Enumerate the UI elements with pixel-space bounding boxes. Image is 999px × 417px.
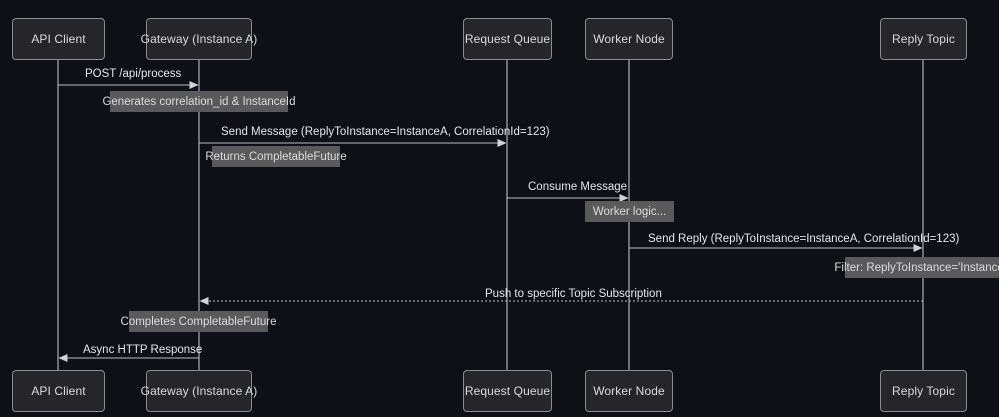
participant-worker-node-bottom[interactable]: Worker Node xyxy=(585,370,673,412)
note-generates[interactable]: Generates correlation_id & InstanceId xyxy=(102,91,296,112)
note-filter[interactable]: Filter: ReplyToInstance='InstanceA' xyxy=(834,257,999,278)
msg-post-label: POST /api/process xyxy=(85,68,182,80)
participant-label: Reply Topic xyxy=(892,32,955,46)
participant-request-queue-bottom[interactable]: Request Queue xyxy=(463,370,552,412)
msg-consume-label: Consume Message xyxy=(528,181,628,193)
participant-label: Worker Node xyxy=(593,32,665,46)
msg-send-reply-label: Send Reply (ReplyToInstance=InstanceA, C… xyxy=(648,233,960,245)
participant-label: Gateway (Instance A) xyxy=(140,384,258,398)
msg-push-topic-label: Push to specific Topic Subscription xyxy=(485,288,662,300)
participant-api-client-bottom[interactable]: API Client xyxy=(12,370,105,412)
participant-label: API Client xyxy=(31,32,86,46)
participant-label: Request Queue xyxy=(464,384,551,398)
participant-gateway-bottom[interactable]: Gateway (Instance A) xyxy=(141,370,257,412)
note-returns[interactable]: Returns CompletableFuture xyxy=(205,146,347,167)
participant-api-client-top[interactable]: API Client xyxy=(12,18,105,60)
participant-label: Gateway (Instance A) xyxy=(140,32,258,46)
participant-request-queue-top[interactable]: Request Queue xyxy=(463,18,552,60)
participant-worker-node-top[interactable]: Worker Node xyxy=(585,18,673,60)
participant-gateway-top[interactable]: Gateway (Instance A) xyxy=(141,18,257,60)
message-line-group xyxy=(58,81,923,362)
msg-send-message-label: Send Message (ReplyToInstance=InstanceA,… xyxy=(221,126,550,138)
note-completes[interactable]: Completes CompletableFuture xyxy=(121,311,276,332)
msg-async-response-label: Async HTTP Response xyxy=(83,344,203,356)
participant-label: API Client xyxy=(31,384,86,398)
note-worker[interactable]: Worker logic... xyxy=(585,201,674,222)
participant-label: Worker Node xyxy=(593,384,665,398)
participant-reply-topic-bottom[interactable]: Reply Topic xyxy=(880,370,967,412)
participant-reply-topic-top[interactable]: Reply Topic xyxy=(880,18,967,60)
participant-label: Reply Topic xyxy=(892,384,955,398)
participant-label: Request Queue xyxy=(464,32,551,46)
